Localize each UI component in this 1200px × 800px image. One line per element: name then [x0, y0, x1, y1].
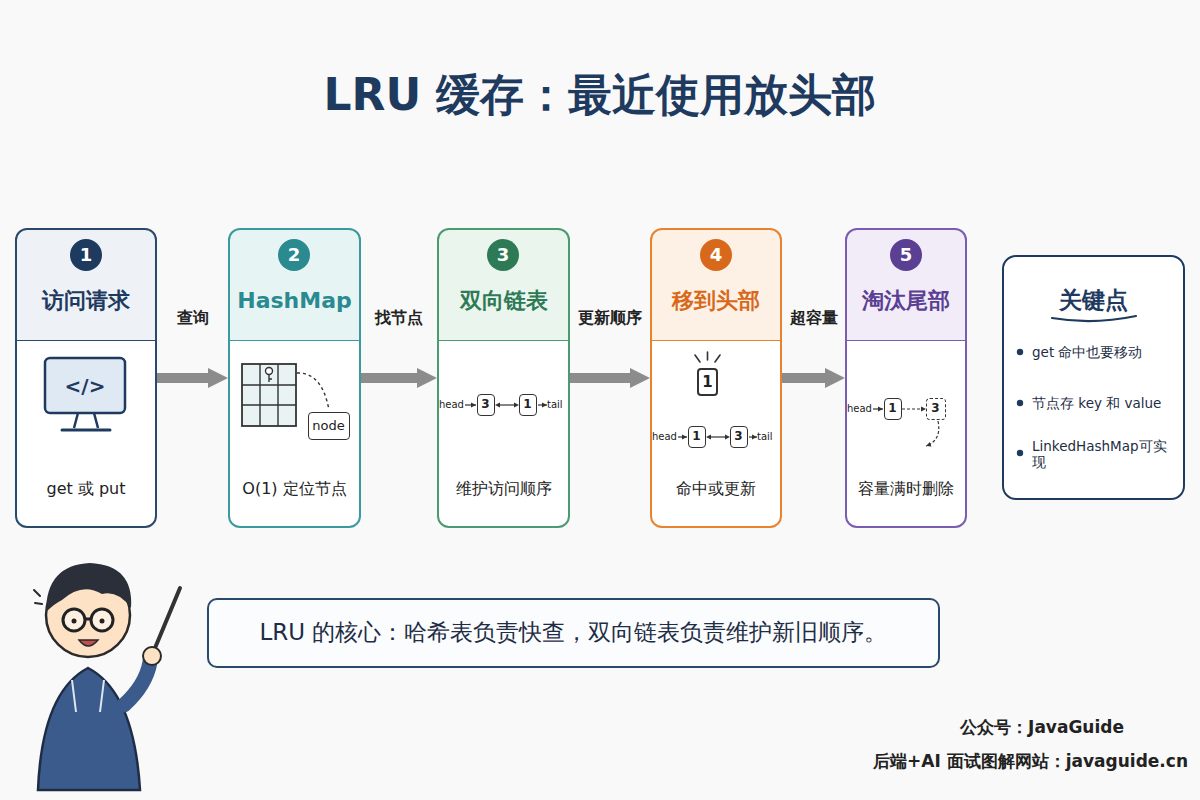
hoodie-strings	[72, 680, 104, 712]
list-end-label: tail	[757, 429, 781, 445]
character-glasses	[63, 609, 85, 631]
step-number-badge: 2	[278, 239, 310, 271]
watermark: 后端+AI 面试图解网站：javaguide.cn	[770, 746, 1188, 776]
screen-code-symbol: </>	[45, 366, 125, 406]
box-body-text: 维护访问顺序	[441, 474, 566, 504]
box-body-text: get 命中也要移动	[1032, 339, 1179, 365]
step-number-badge: 4	[700, 239, 732, 271]
list-node-box: 1	[519, 394, 537, 416]
character-sparkle	[34, 590, 42, 604]
list-node-box: 3	[477, 394, 495, 416]
diagram-title: LRU 缓存：最近使用放头部	[0, 58, 1200, 132]
edge-label: 更新顺序	[560, 304, 660, 332]
flow-arrow	[361, 373, 417, 383]
list-node-box: 3	[730, 426, 748, 448]
callout-number: 2	[278, 239, 310, 271]
callout-number: 1	[70, 239, 102, 271]
node-text: 1	[699, 370, 716, 394]
edge-label: 查询	[143, 304, 243, 332]
node-text: 1	[689, 427, 704, 446]
character-eye	[72, 619, 77, 624]
process-step-box: HashMapO(1) 定位节点 2 node	[228, 228, 361, 528]
flow-arrow	[782, 373, 825, 383]
box-heading: 移到头部	[652, 284, 780, 318]
list-end-label: head	[439, 397, 466, 413]
watermark: 公众号：JavaGuide	[862, 712, 1124, 742]
box-heading: 淘汰尾部	[847, 284, 965, 318]
box-heading: 访问请求	[17, 284, 155, 318]
box-heading: HashMap	[230, 284, 359, 318]
box-body-text: LinkedHashMap可实现	[1032, 441, 1179, 467]
list-end-label: head	[847, 401, 874, 417]
character-hand	[143, 647, 161, 665]
hash-node-box: node	[308, 412, 350, 440]
moved-node-box: 1	[697, 368, 718, 396]
summary-box: LRU 的核心：哈希表负责快查，双向链表负责维护新旧顺序。	[207, 598, 940, 668]
character-arm	[124, 662, 150, 705]
box-body-text: 命中或更新	[654, 474, 778, 504]
process-step-box: 移到头部命中或更新 4 1 1 3	[650, 228, 782, 528]
node-text: LRU 的核心：哈希表负责快查，双向链表负责维护新旧顺序。	[209, 600, 938, 666]
character-glasses	[91, 609, 113, 631]
callout-number: 4	[700, 239, 732, 271]
node-text: 1	[520, 395, 535, 414]
pointer-stick	[150, 588, 180, 660]
glasses-bridge	[85, 618, 91, 621]
box-body-text: O(1) 定位节点	[232, 474, 357, 504]
box-heading: 关键点	[1004, 281, 1183, 321]
box-body-text: 容量满时删除	[849, 474, 963, 504]
edge-label: 超容量	[764, 304, 864, 332]
character-hoodie	[38, 668, 140, 790]
character-eye	[100, 619, 105, 624]
node-text: node	[309, 413, 348, 438]
character-head	[46, 573, 130, 657]
box-heading: 双向链表	[439, 284, 568, 318]
node-text: 3	[731, 427, 746, 446]
list-node-box: 1	[884, 398, 902, 420]
step-number-badge: 3	[487, 239, 519, 271]
node-text: 1	[885, 399, 900, 418]
process-step-box: 淘汰尾部容量满时删除 5 1 3	[845, 228, 967, 528]
step-number-badge: 1	[70, 239, 102, 271]
list-end-label: tail	[547, 397, 569, 413]
node-text: 3	[927, 399, 944, 418]
callout-number: 5	[890, 239, 922, 271]
node-text: 3	[478, 395, 493, 414]
box-body-text: get 或 put	[19, 474, 153, 504]
character-mouth	[79, 640, 98, 646]
list-end-label: head	[652, 429, 679, 445]
evicted-node-box: 3	[926, 398, 946, 420]
flow-arrow	[570, 373, 630, 383]
list-node-box: 1	[688, 426, 706, 448]
character-hair	[46, 563, 131, 612]
edge-label: 找节点	[349, 304, 449, 332]
process-step-box: 双向链表维护访问顺序 3 3 1	[437, 228, 570, 528]
key-points-box: 关键点 get 命中也要移动节点存 key 和 valueLinkedHashMa…	[1002, 255, 1185, 500]
step-number-badge: 5	[890, 239, 922, 271]
box-body-text: 节点存 key 和 value	[1032, 390, 1179, 416]
callout-number: 3	[487, 239, 519, 271]
flow-arrow	[157, 373, 208, 383]
